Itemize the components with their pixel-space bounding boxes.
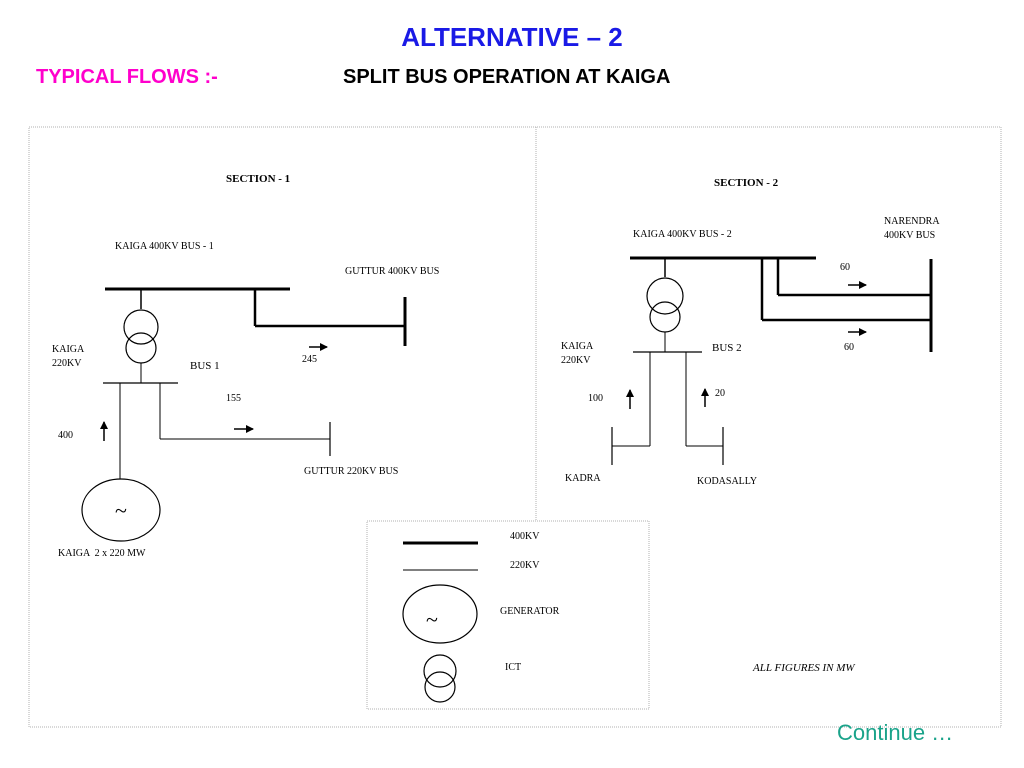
section-2-heading: SECTION - 2 xyxy=(714,177,779,189)
section-2: SECTION - 2 NARENDRA 400KV BUS KAIGA 400… xyxy=(561,177,940,487)
ict-2-upper-winding xyxy=(646,277,684,315)
flow-value-400: 400 xyxy=(58,430,73,441)
flow-value-100: 100 xyxy=(588,393,603,404)
ict-1-upper-winding xyxy=(123,309,159,345)
kaiga-generator-label: KAIGA 2 x 220 MW xyxy=(58,548,146,559)
legend-generator-icon xyxy=(402,584,478,644)
kodasally-label: KODASALLY xyxy=(697,476,757,487)
generator-tilde: ~ xyxy=(115,498,127,523)
legend-ict-upper-winding xyxy=(423,654,457,688)
kadra-label: KADRA xyxy=(565,473,601,484)
narendra-label-line2: 400KV BUS xyxy=(884,230,935,241)
kaiga-220kv-label-line2: 220KV xyxy=(52,358,82,369)
flow-value-155: 155 xyxy=(226,393,241,404)
diagram-frame xyxy=(28,126,1002,728)
units-note: ALL FIGURES IN MW xyxy=(752,662,855,674)
kaiga-generator xyxy=(81,478,161,542)
ict-2-lower-winding xyxy=(649,301,681,333)
kaiga-220kv-label-2-line2: 220KV xyxy=(561,355,591,366)
legend-400kv-label: 400KV xyxy=(510,531,540,542)
legend-220kv-label: 220KV xyxy=(510,560,540,571)
bus-2-label: BUS 2 xyxy=(712,342,742,354)
legend-ict-lower-winding xyxy=(424,671,456,703)
slide-title: ALTERNATIVE – 2 xyxy=(401,22,623,52)
ict-1-lower-winding xyxy=(125,332,157,364)
legend-generator-tilde: ~ xyxy=(426,607,438,632)
guttur-400kv-bus-label: GUTTUR 400KV BUS xyxy=(345,266,439,277)
kaiga-400kv-bus-1-label: KAIGA 400KV BUS - 1 xyxy=(115,241,214,252)
guttur-220kv-bus-label: GUTTUR 220KV BUS xyxy=(304,466,398,477)
kaiga-400kv-bus-2-label: KAIGA 400KV BUS - 2 xyxy=(633,229,732,240)
kaiga-220kv-label-line1: KAIGA xyxy=(52,344,85,355)
continue-link[interactable]: Continue … xyxy=(837,720,954,745)
flow-value-60-top: 60 xyxy=(840,262,850,273)
legend-ict-label: ICT xyxy=(505,662,521,673)
flow-value-245: 245 xyxy=(302,354,317,365)
legend-generator-label: GENERATOR xyxy=(500,606,560,617)
legend: 400KV 220KV ~ GENERATOR ICT xyxy=(366,520,650,710)
typical-flows-label: TYPICAL FLOWS :- xyxy=(36,66,218,88)
kaiga-220kv-label-2-line1: KAIGA xyxy=(561,341,594,352)
flow-value-20: 20 xyxy=(715,388,725,399)
bus-1-label: BUS 1 xyxy=(190,360,220,372)
legend-box xyxy=(366,520,650,710)
flow-value-60-bottom: 60 xyxy=(844,342,854,353)
section-1: SECTION - 1 KAIGA 400KV BUS - 1 GUTTUR 4… xyxy=(52,173,439,559)
section-1-heading: SECTION - 1 xyxy=(226,173,290,185)
split-bus-heading: SPLIT BUS OPERATION AT KAIGA xyxy=(343,66,671,88)
narendra-label-line1: NARENDRA xyxy=(884,216,940,227)
